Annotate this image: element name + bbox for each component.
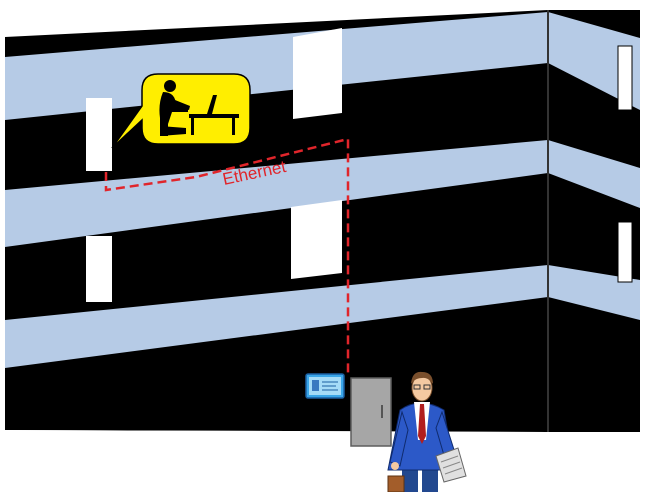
window-upper-left <box>86 98 112 171</box>
sidewalk <box>0 430 645 492</box>
window-upper-right <box>293 28 342 119</box>
building-side-wall <box>548 10 640 432</box>
window-lower-right <box>291 200 342 279</box>
side-window-lower <box>618 222 632 282</box>
card-reader-icon <box>306 374 344 398</box>
side-window-upper <box>618 46 632 110</box>
window-lower-left <box>86 236 112 302</box>
entrance-door <box>351 378 391 446</box>
building-main-facade <box>5 10 548 432</box>
